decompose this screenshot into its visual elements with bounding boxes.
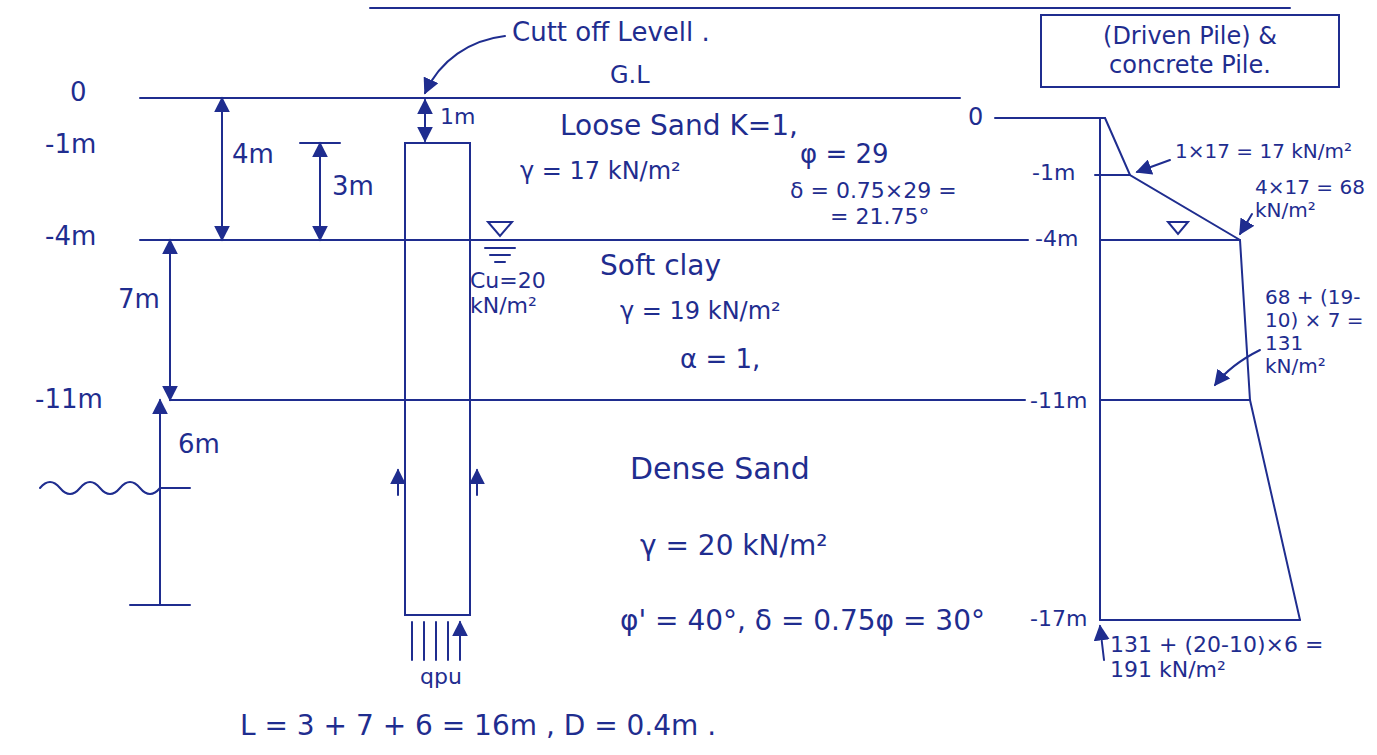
cutoff-pointer xyxy=(425,36,505,93)
sketch-label: γ = 17 kN/m² xyxy=(520,158,681,186)
dimension-line xyxy=(319,143,321,240)
water-table-symbol xyxy=(488,222,512,236)
scribble xyxy=(40,482,190,494)
sketch-label: φ' = 40°, δ = 0.75φ = 30° xyxy=(620,605,985,637)
water-table-symbol xyxy=(485,248,515,262)
dimension-line xyxy=(159,400,161,605)
friction-arrow xyxy=(476,470,478,495)
sketch-label: -4m xyxy=(1035,226,1078,251)
stress-level xyxy=(1100,619,1300,621)
sketch-label: G.L xyxy=(610,62,650,90)
sketch-label: Cutt off Levell . xyxy=(512,18,710,48)
sketch-label: 68 + (19-10) × 7 = 131 kN/m² xyxy=(1265,286,1369,378)
sketch-label: φ = 29 xyxy=(800,140,889,170)
ground-line xyxy=(140,97,960,99)
note-text: (Driven Pile) & concrete Pile. xyxy=(1050,22,1330,80)
sketch-label: 3m xyxy=(332,172,374,202)
stress-level xyxy=(1100,239,1240,241)
sketch-label: 4×17 = 68 kN/m² xyxy=(1255,176,1367,222)
leader-line xyxy=(1215,350,1260,385)
sketch-label: -11m xyxy=(35,385,103,415)
sketch-label: 0 xyxy=(70,78,87,108)
leader-line xyxy=(1100,626,1104,660)
sketch-label: δ = 0.75×29 = xyxy=(790,178,957,203)
sketch-label: Dense Sand xyxy=(630,452,810,487)
dimension-line xyxy=(221,98,223,240)
sketch-label: 7m xyxy=(118,285,160,315)
leader-line xyxy=(1240,214,1252,234)
leader-line xyxy=(1137,160,1170,172)
sketch-label: γ = 19 kN/m² xyxy=(620,298,781,326)
cutoff-dimension xyxy=(424,100,426,141)
sketch-label: Soft clay xyxy=(600,250,721,282)
sketch-label: 131 + (20-10)×6 = 191 kN/m² xyxy=(1110,632,1360,683)
base-resistance-arrows xyxy=(412,622,460,660)
sketch-label: -4m xyxy=(45,222,96,252)
sketch-label: 4m xyxy=(232,140,274,170)
sketch-label: 6m xyxy=(178,430,220,460)
sketch-label: α = 1, xyxy=(680,345,760,375)
sketch-label: qpu xyxy=(420,664,462,689)
sketch-label: -1m xyxy=(45,130,96,160)
sketch-label: γ = 20 kN/m² xyxy=(640,530,827,562)
sketch-label: 1m xyxy=(440,104,475,129)
pile-shaft xyxy=(405,143,470,615)
water-table-symbol xyxy=(1168,222,1188,234)
sketch-label: 1×17 = 17 kN/m² xyxy=(1175,140,1352,163)
top-rule xyxy=(370,7,1290,9)
layer-boundary xyxy=(170,399,1025,401)
sketch-label: -11m xyxy=(1030,388,1087,413)
note-box: (Driven Pile) & concrete Pile. xyxy=(1040,14,1340,88)
sketch-label: -17m xyxy=(1030,606,1087,631)
layer-boundary xyxy=(140,239,1028,241)
dimension-line xyxy=(169,240,171,400)
sketch-label: = 21.75° xyxy=(830,204,929,229)
friction-arrow xyxy=(397,470,399,495)
sketch-label: -1m xyxy=(1032,160,1075,185)
sketch-label: L = 3 + 7 + 6 = 16m , D = 0.4m . xyxy=(240,710,716,742)
stress-tick xyxy=(1095,174,1130,176)
stress-level xyxy=(1100,399,1250,401)
sketch-label: 0 xyxy=(968,104,983,132)
sketch-label: Cu=20 kN/m² xyxy=(470,268,580,319)
stress-axis xyxy=(1099,118,1101,620)
stress-datum xyxy=(995,117,1105,119)
sketch-label: Loose Sand K=1, xyxy=(560,110,798,142)
